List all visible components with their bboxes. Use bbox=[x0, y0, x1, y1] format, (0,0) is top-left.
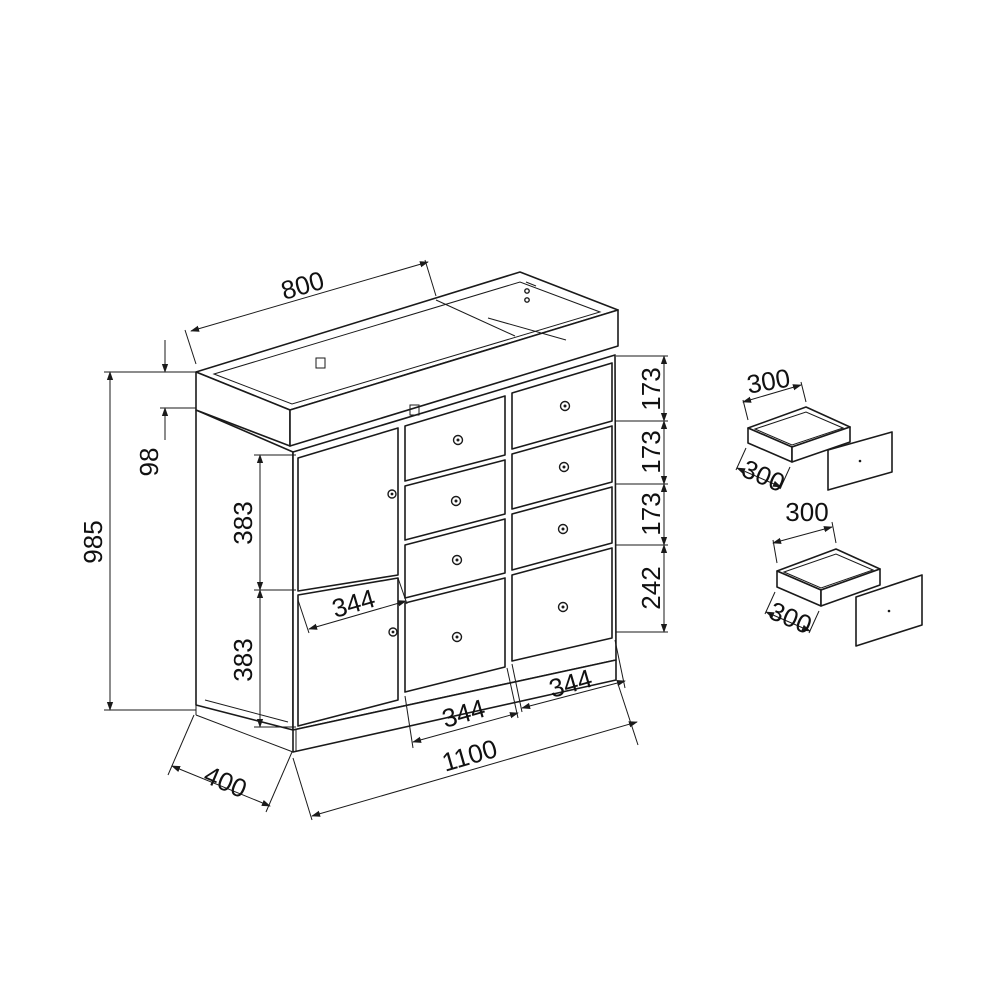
dimension-label: 300 bbox=[738, 453, 790, 498]
right-drawers bbox=[511, 362, 613, 662]
dim-drawer-3-label: 173 bbox=[636, 492, 666, 535]
dimension-label: 300 bbox=[785, 497, 828, 527]
dim-top-height: 98 bbox=[134, 340, 196, 476]
dimension-label: 300 bbox=[765, 595, 817, 640]
dim-door-lower: 383 bbox=[228, 589, 296, 728]
dimension-label: 383 bbox=[228, 501, 258, 544]
dim-drawer-heights: 173 173 173 242 bbox=[616, 355, 668, 633]
drawer-box-detail-1: 300 300 bbox=[735, 363, 893, 498]
dimension-label: 300 bbox=[744, 363, 792, 400]
drawer-box-detail-2: 300 300 bbox=[764, 497, 923, 647]
dim-depth: 400 bbox=[167, 714, 293, 813]
door-upper bbox=[297, 427, 399, 592]
dim-total-height: 985 bbox=[78, 371, 196, 711]
dimension-label: 985 bbox=[78, 520, 108, 563]
dimension-label: 400 bbox=[200, 759, 252, 804]
dim-drawer-2-label: 173 bbox=[636, 430, 666, 473]
dim-drawer-4-label: 242 bbox=[636, 566, 666, 609]
dim-door-upper: 383 bbox=[228, 454, 296, 591]
dimension-label: 1100 bbox=[439, 733, 501, 777]
center-drawers bbox=[404, 395, 506, 693]
dimension-label: 98 bbox=[134, 448, 164, 477]
dim-drawer-1-label: 173 bbox=[636, 367, 666, 410]
dimension-label: 800 bbox=[278, 265, 328, 306]
dimension-label: 383 bbox=[228, 638, 258, 681]
